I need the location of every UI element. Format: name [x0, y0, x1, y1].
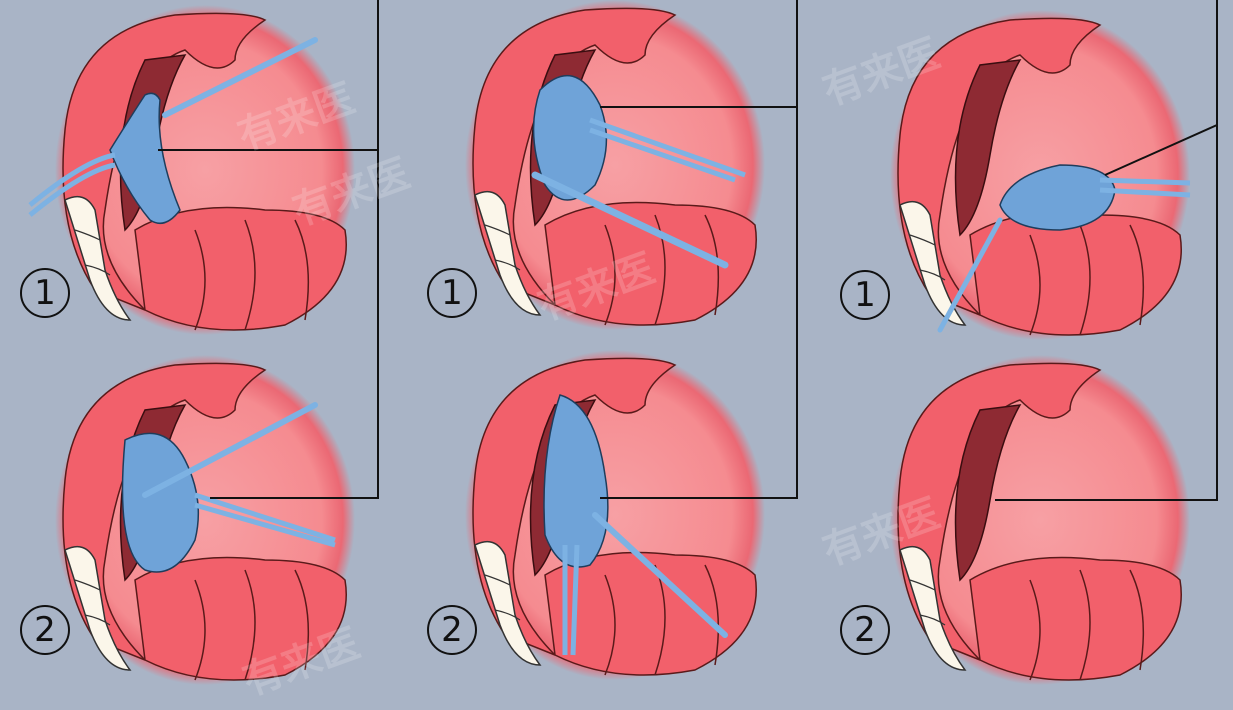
probe-icon [937, 217, 1003, 333]
clamp-icon [194, 492, 336, 548]
clamp-icon [562, 544, 580, 656]
step-label: 2 [20, 605, 70, 655]
panel-col1-step1 [28, 4, 356, 336]
clamp-icon [28, 152, 116, 217]
step-label: 1 [427, 268, 477, 318]
forceps-icon [162, 37, 318, 118]
panel-col3-step2 [889, 354, 1191, 686]
panel-col3-step1 [889, 9, 1191, 341]
panel-col2-step2 [464, 349, 766, 681]
clamp-icon [1099, 177, 1191, 198]
forceps-icon [142, 402, 318, 498]
elevator-icon [531, 171, 729, 269]
panel-col2-step1 [464, 0, 766, 331]
clamp-icon [589, 117, 746, 183]
step-label: 1 [20, 268, 70, 318]
panel-col1-step2 [54, 354, 356, 686]
step-label: 1 [840, 270, 890, 320]
tissue-mass [121, 432, 200, 573]
leader-lines [158, 0, 1218, 501]
tissue-mass [109, 92, 181, 225]
step-label: 2 [427, 605, 477, 655]
tissue-mass [532, 74, 608, 201]
forceps-icon [592, 512, 728, 638]
tissue-mass [543, 394, 609, 568]
step-label: 2 [840, 605, 890, 655]
